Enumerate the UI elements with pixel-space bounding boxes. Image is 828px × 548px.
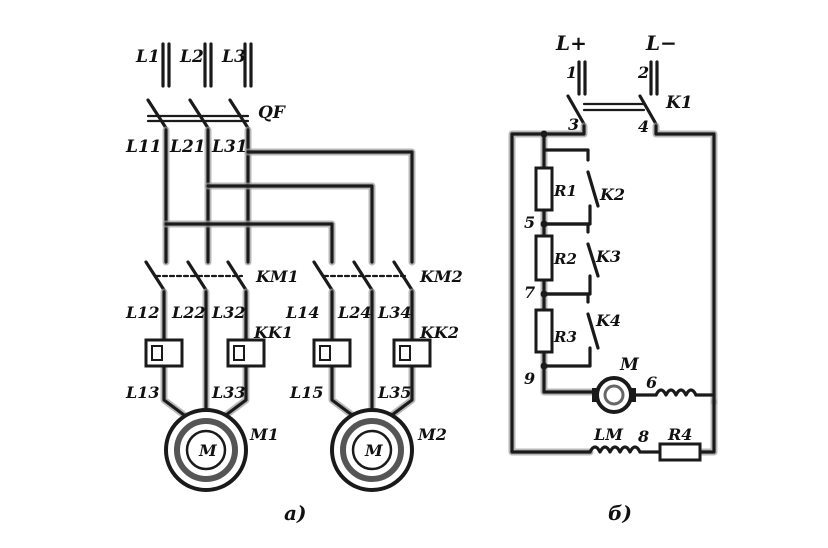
node-1: 1 — [566, 63, 577, 82]
field-winding-lm — [588, 445, 662, 454]
label-l34: L34 — [377, 303, 412, 322]
label-l14: L14 — [285, 303, 320, 322]
node-2: 2 — [637, 63, 649, 82]
label-l22: L22 — [171, 303, 206, 322]
bypass-contacts — [542, 148, 600, 368]
motor2-symbol: M — [364, 441, 384, 460]
resistor-r1 — [534, 166, 554, 212]
dc-motor-m — [592, 376, 658, 414]
motor2-wires — [328, 288, 416, 422]
node-6: 6 — [646, 373, 657, 392]
node-8: 8 — [637, 427, 649, 446]
node-3: 3 — [568, 115, 579, 134]
label-lm: LM — [593, 425, 624, 444]
series-winding — [654, 388, 716, 397]
resistor-r4 — [658, 442, 702, 462]
label-kk2: KK2 — [419, 323, 459, 342]
supply-bars — [161, 42, 253, 88]
diagram-b: L+ L− 1 2 3 4 K1 R1 R2 R3 K2 K3 K4 5 7 9… — [508, 31, 718, 525]
overload-kk2 — [312, 338, 432, 368]
label-l13: L13 — [125, 383, 160, 402]
label-k3: K3 — [595, 247, 621, 266]
label-k1: K1 — [665, 93, 693, 113]
label-l3: L3 — [221, 47, 246, 67]
contactor-km1 — [144, 260, 248, 292]
label-l21: L21 — [169, 137, 206, 157]
breaker-qf — [146, 98, 250, 130]
resistor-r2 — [534, 234, 554, 282]
node-7: 7 — [524, 283, 535, 302]
label-l1: L1 — [135, 47, 160, 67]
label-l2: L2 — [179, 47, 204, 67]
motor1-symbol: M — [198, 441, 218, 460]
contactor-km2 — [312, 260, 414, 292]
label-l32: L32 — [211, 303, 246, 322]
node-9: 9 — [524, 369, 535, 388]
label-m2: M2 — [417, 425, 447, 444]
contact-k1 — [566, 94, 658, 126]
label-l35: L35 — [377, 383, 412, 402]
label-kk1: KK1 — [253, 323, 293, 342]
dc-outer-wiring — [508, 122, 718, 456]
label-m1: M1 — [249, 425, 279, 444]
label-l15: L15 — [289, 383, 324, 402]
label-m: M — [619, 355, 640, 375]
label-l33: L33 — [211, 383, 246, 402]
label-r4: R4 — [667, 425, 692, 444]
label-r3: R3 — [553, 328, 577, 346]
label-r1: R1 — [553, 182, 577, 200]
motor-m2 — [330, 408, 414, 492]
motor-m1 — [164, 408, 248, 492]
motor1-wires — [160, 288, 250, 422]
label-km2: KM2 — [419, 267, 463, 286]
caption-a: a) — [284, 501, 306, 525]
node-5: 5 — [524, 213, 535, 232]
caption-b: б) — [608, 501, 632, 525]
label-k4: K4 — [595, 311, 621, 330]
diagram-a: L1 L2 L3 QF L11 L21 L31 KM1 KM2 L12 L22 … — [125, 42, 463, 525]
dc-supply-bars — [577, 60, 659, 96]
resistor-r3 — [534, 308, 554, 354]
resistor-chain — [534, 130, 598, 396]
cross-feeders — [162, 148, 416, 266]
label-l31: L31 — [211, 137, 248, 157]
label-l24: L24 — [337, 303, 372, 322]
label-l-minus: L− — [645, 31, 677, 55]
label-l11: L11 — [125, 137, 162, 157]
label-l12: L12 — [125, 303, 160, 322]
node-4: 4 — [638, 117, 649, 136]
label-l-plus: L+ — [555, 31, 587, 55]
label-qf: QF — [258, 103, 287, 123]
label-k2: K2 — [599, 185, 625, 204]
label-r2: R2 — [553, 250, 577, 268]
overload-kk1 — [144, 338, 266, 368]
label-km1: KM1 — [255, 267, 299, 286]
